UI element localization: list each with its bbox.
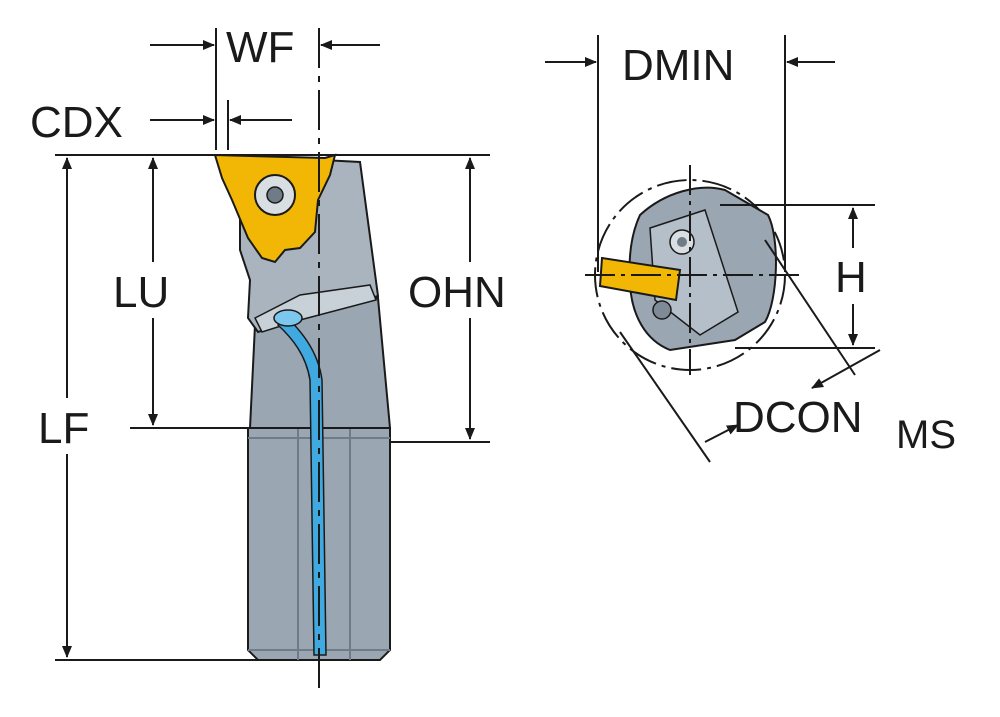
side-view: WF CDX LU LF OHN	[30, 23, 535, 690]
end-view-insert	[598, 256, 682, 302]
end-view: DMIN H DCON MS	[545, 35, 956, 463]
dcon-subscript: MS	[896, 413, 956, 457]
dmin-label: DMIN	[622, 41, 734, 90]
cdx-label: CDX	[30, 98, 123, 147]
dcon-arrow-lower	[704, 424, 739, 443]
dcon-arrow-upper	[811, 349, 881, 389]
dcon-label: DCON	[733, 393, 863, 442]
h-label: H	[835, 253, 867, 302]
lu-label: LU	[113, 268, 169, 317]
ohn-label: OHN	[408, 268, 506, 317]
lf-label: LF	[38, 404, 89, 453]
coolant-channel	[277, 313, 327, 656]
wf-label: WF	[226, 23, 294, 72]
